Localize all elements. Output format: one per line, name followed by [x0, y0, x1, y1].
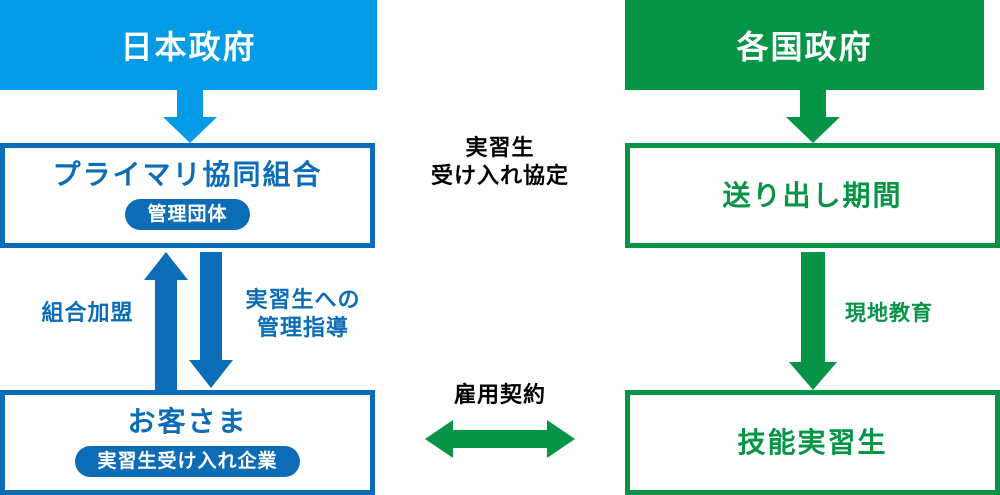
node-customer-company-badge: 実習生受け入れ企業	[75, 445, 300, 478]
arrow-gov-to-cooperative-icon	[163, 90, 217, 143]
node-primary-cooperative-badge: 管理団体	[125, 198, 250, 231]
node-primary-cooperative-title: プライマリ協同組合	[52, 157, 323, 191]
node-sending-organization: 送り出し期間	[625, 143, 1000, 248]
node-technical-trainee: 技能実習生	[625, 390, 1000, 495]
header-foreign-governments-label: 各国政府	[736, 28, 873, 66]
header-foreign-governments: 各国政府	[625, 0, 984, 90]
arrow-trainee-guidance-icon	[189, 252, 233, 388]
node-customer-company: お客さま 実習生受け入れ企業	[0, 390, 375, 495]
edge-label-acceptance-agreement: 実習生 受け入れ協定	[430, 136, 569, 189]
arrow-union-membership-icon	[144, 252, 188, 390]
arrow-gov-to-sending-icon	[786, 90, 840, 143]
node-sending-organization-title: 送り出し期間	[722, 178, 903, 212]
header-japan-label: 日本政府	[120, 28, 257, 66]
arrow-local-education-icon	[789, 252, 837, 390]
arrow-employment-contract-icon	[425, 420, 575, 458]
edge-label-union-membership: 組合加盟	[41, 301, 134, 326]
node-primary-cooperative: プライマリ協同組合 管理団体	[0, 143, 375, 248]
node-technical-trainee-title: 技能実習生	[737, 425, 888, 459]
header-japan-government: 日本政府	[0, 0, 377, 90]
node-customer-company-title: お客さま	[127, 404, 248, 438]
edge-label-trainee-guidance: 実習生への 管理指導	[245, 288, 361, 341]
edge-label-employment-contract: 雇用契約	[453, 383, 546, 408]
edge-label-local-education: 現地教育	[845, 301, 933, 325]
